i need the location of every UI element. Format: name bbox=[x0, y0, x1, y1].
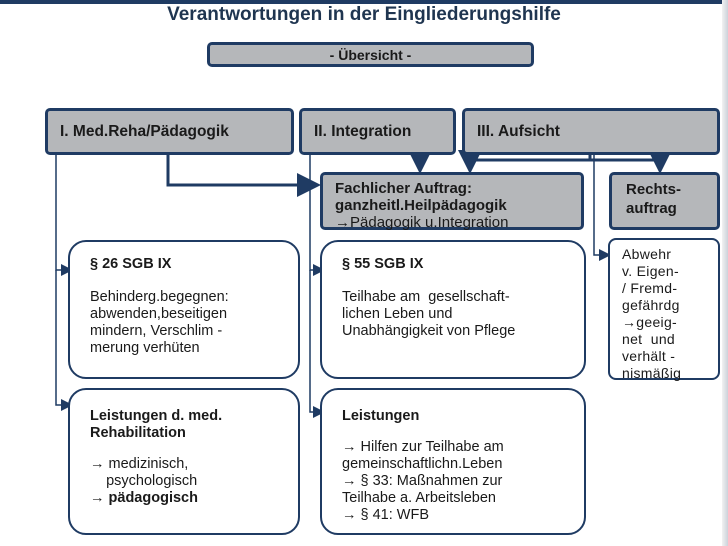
leistungen-heading: Leistungen bbox=[342, 408, 420, 424]
recht-line-2: auftrag bbox=[626, 200, 677, 217]
sgb26-line: abwenden,beseitigen bbox=[90, 306, 228, 322]
sgb55-box: § 55 SGB IX Teilhabe am gesellschaft- li… bbox=[320, 240, 586, 379]
connector-med-to-leistungen-med bbox=[55, 270, 73, 411]
sgb26-line: merung verhüten bbox=[90, 340, 200, 356]
abwehr-box: Abwehr v. Eigen- / Fremd- gefährdg →geei… bbox=[608, 238, 720, 381]
abwehr-line: nismäßig bbox=[622, 365, 682, 381]
abwehr-line: →geeig- bbox=[622, 314, 678, 330]
leistungen-box: Leistungen → Hilfen zur Teilhabe am geme… bbox=[320, 388, 586, 535]
connector-med-to-auftrag bbox=[166, 155, 321, 197]
rechtsauftrag-box: Rechts- auftrag bbox=[609, 172, 720, 230]
sgb55-line: Unabhängigkeit von Pflege bbox=[342, 323, 516, 339]
right-edge-shade bbox=[722, 0, 728, 546]
leistungen-med-heading-1: Leistungen d. med. bbox=[90, 408, 223, 424]
abwehr-line: gefährdg bbox=[622, 297, 680, 313]
connector-aufsicht-to-recht bbox=[590, 150, 672, 174]
abwehr-line: verhält - bbox=[622, 348, 676, 364]
page-title: Verantwortungen in der Eingliederungshil… bbox=[167, 4, 561, 25]
sgb55-heading: § 55 SGB IX bbox=[342, 256, 424, 272]
sgb55-line: Teilhabe am gesellschaft- bbox=[342, 289, 510, 305]
sgb26-line: mindern, Verschlim - bbox=[90, 323, 223, 339]
recht-line-1: Rechts- bbox=[626, 181, 682, 198]
leistungen-line: gemeinschaftlichn.Leben bbox=[342, 456, 503, 472]
abwehr-line: net und bbox=[622, 331, 675, 347]
column-med-reha: I. Med.Reha/Pädagogik bbox=[45, 108, 294, 155]
leistungen-med-line: → pädagogisch bbox=[90, 490, 198, 506]
connector-aufsicht-to-abwehr bbox=[593, 155, 611, 261]
fachlicher-auftrag-box: Fachlicher Auftrag: ganzheitl.Heilpädago… bbox=[320, 172, 584, 231]
connector-integration-to-leistungen bbox=[309, 270, 325, 418]
leistungen-med-box: Leistungen d. med. Rehabilitation → medi… bbox=[68, 388, 300, 535]
auftrag-line-3: →Pädagogik u.Integration bbox=[335, 214, 509, 231]
abwehr-line: v. Eigen- bbox=[622, 263, 679, 279]
abwehr-line: Abwehr bbox=[622, 246, 672, 262]
auftrag-line-2: ganzheitl.Heilpädagogik bbox=[335, 197, 507, 214]
leistungen-line: → Hilfen zur Teilhabe am bbox=[342, 439, 504, 455]
connector-aufsicht-to-auftrag bbox=[458, 150, 592, 174]
sgb26-heading: § 26 SGB IX bbox=[90, 256, 172, 272]
leistungen-line: → § 41: WFB bbox=[342, 507, 430, 523]
leistungen-line: → § 33: Maßnahmen zur bbox=[342, 473, 503, 489]
column-integration: II. Integration bbox=[299, 108, 456, 155]
leistungen-med-line: psychologisch bbox=[90, 473, 198, 489]
leistungen-med-heading-2: Rehabilitation bbox=[90, 425, 186, 441]
overview-box: - Übersicht - bbox=[207, 42, 534, 67]
sgb55-line: lichen Leben und bbox=[342, 306, 453, 322]
auftrag-line-1: Fachlicher Auftrag: bbox=[335, 180, 472, 197]
sgb26-line: Behinderg.begegnen: bbox=[90, 289, 229, 305]
column-aufsicht: III. Aufsicht bbox=[462, 108, 720, 155]
leistungen-med-line: → medizinisch, bbox=[90, 456, 189, 472]
leistungen-line: Teilhabe a. Arbeitsleben bbox=[342, 490, 496, 506]
abwehr-line: / Fremd- bbox=[622, 280, 678, 296]
top-accent-bar bbox=[0, 0, 728, 4]
sgb26-box: § 26 SGB IX Behinderg.begegnen: abwenden… bbox=[68, 240, 300, 379]
